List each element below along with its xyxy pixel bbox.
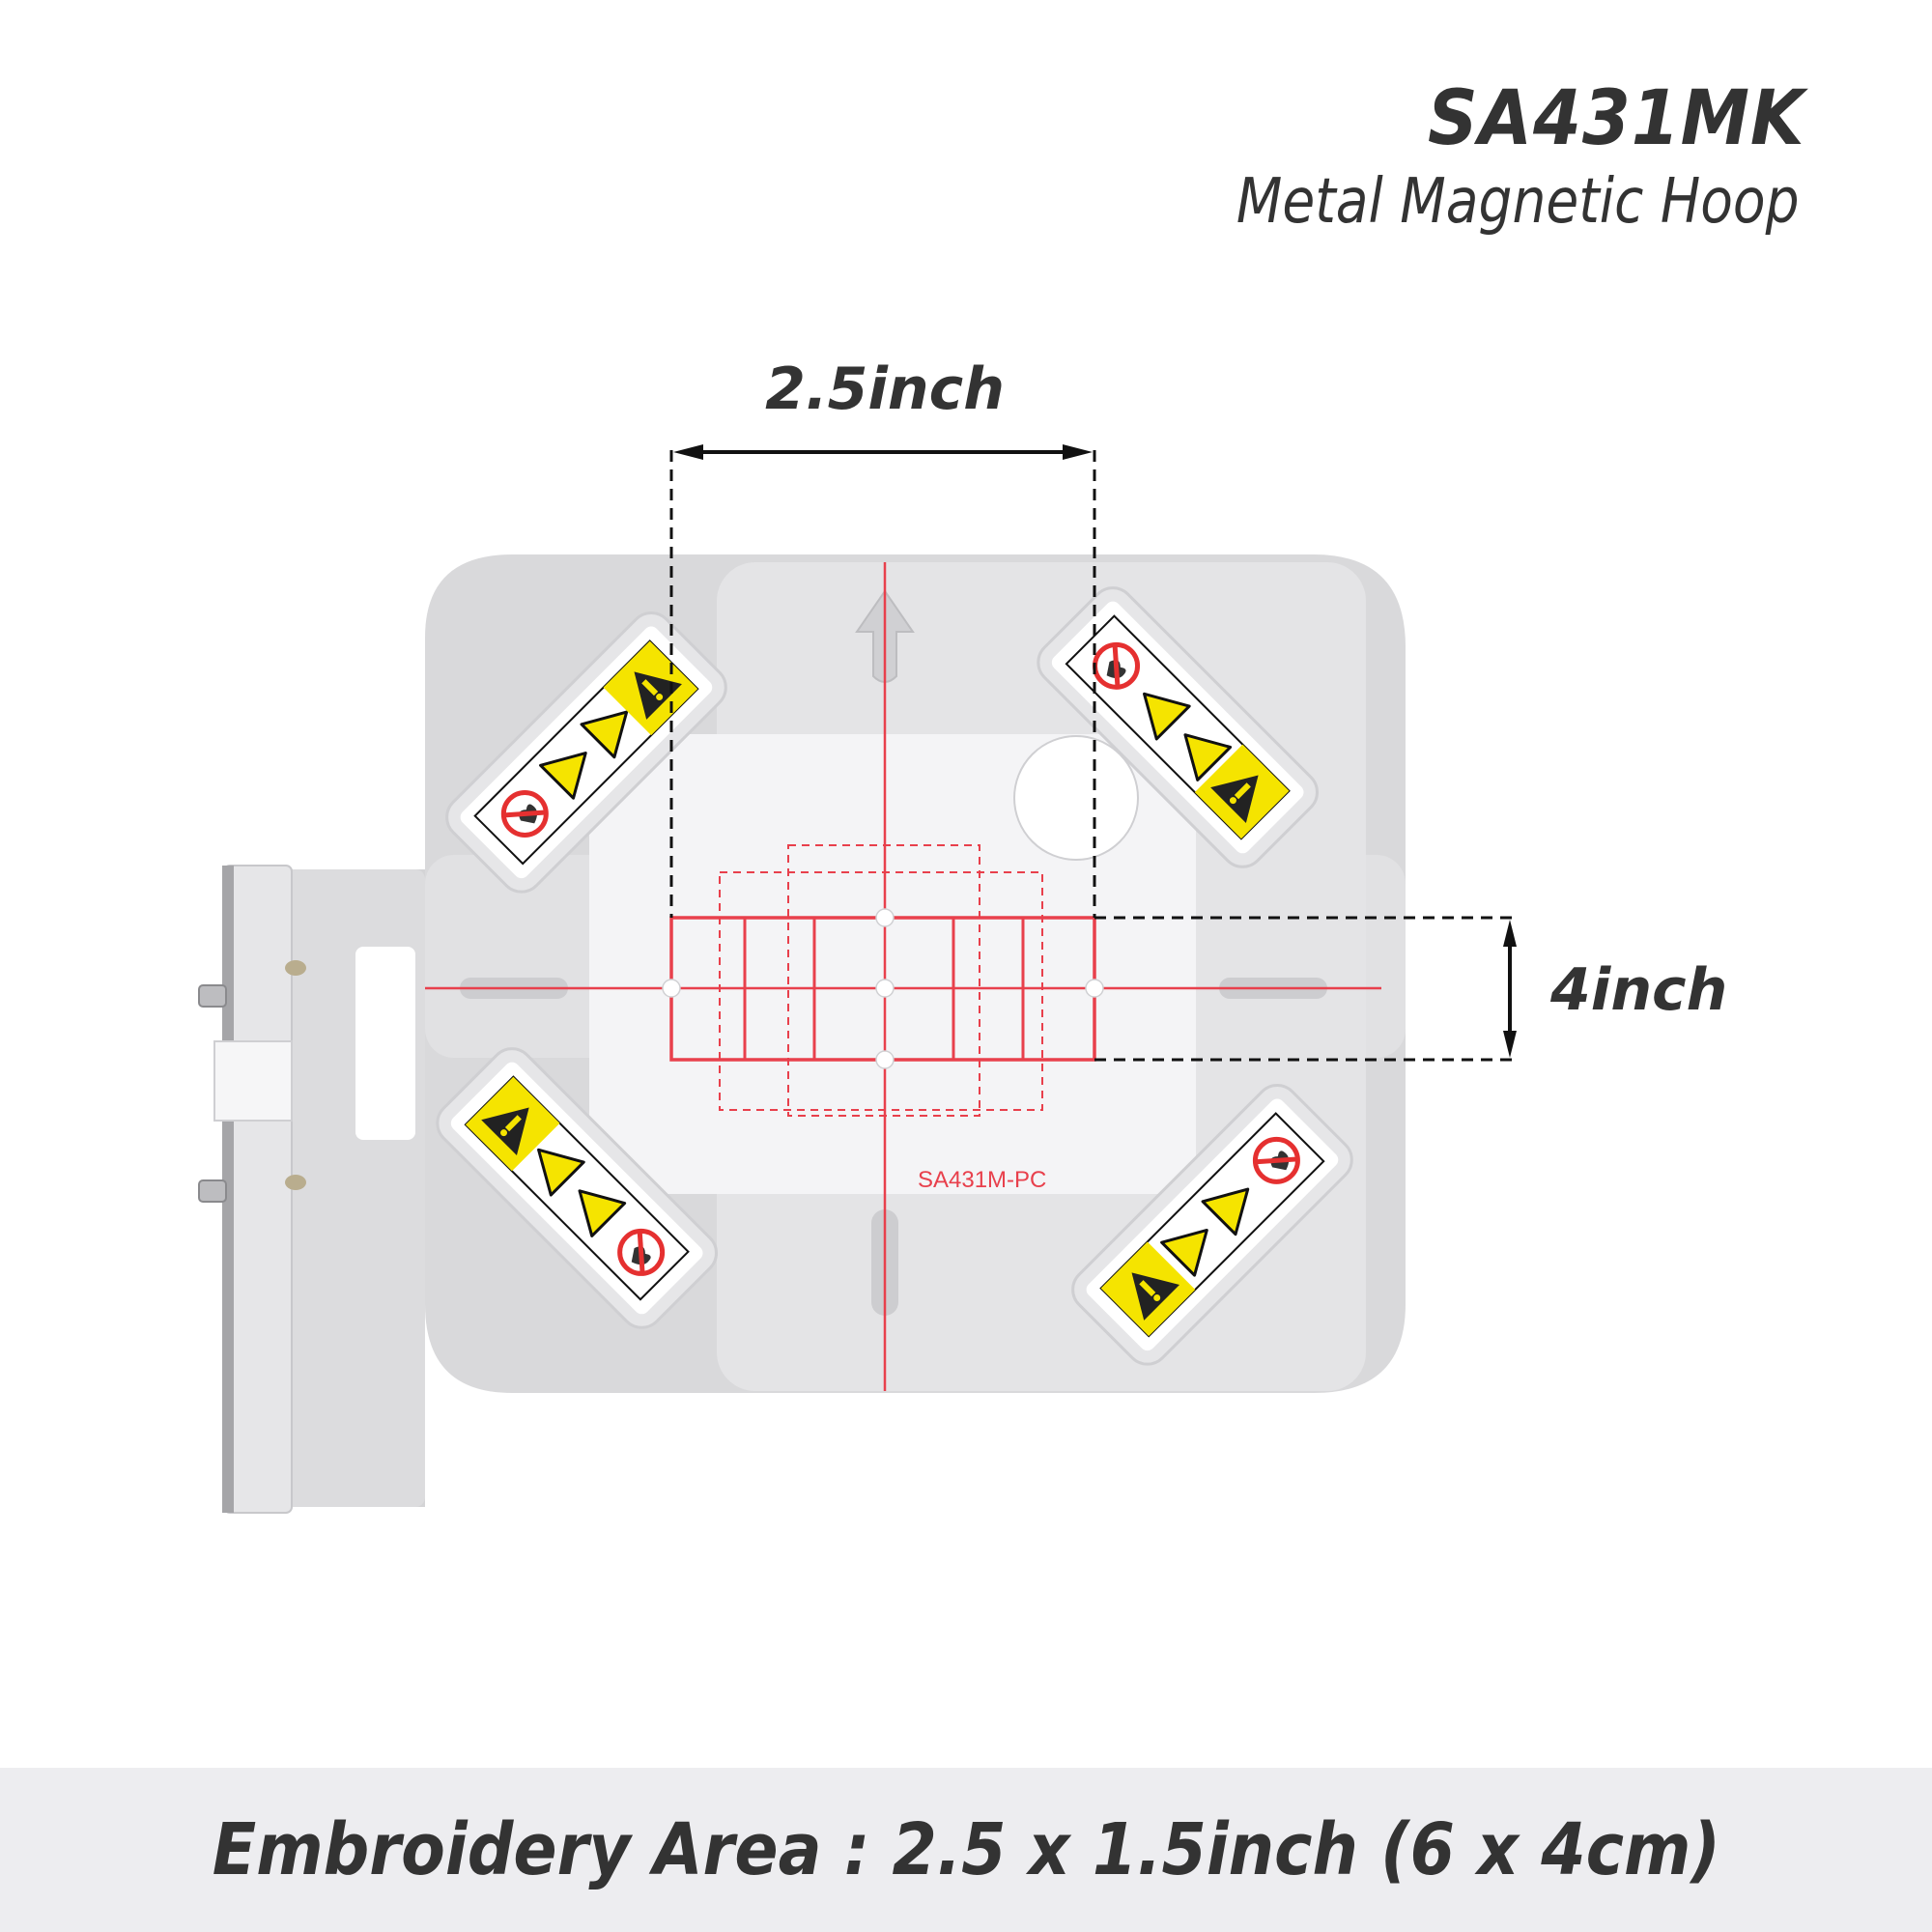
width-dimension-label: 2.5inch bbox=[765, 355, 1005, 423]
width-dimension-line bbox=[669, 444, 1096, 918]
mounting-bracket bbox=[198, 865, 425, 1514]
height-dimension-label: 4inch bbox=[1550, 956, 1728, 1024]
embroidery-area-banner: Embroidery Area : 2.5 x 1.5inch (6 x 4cm… bbox=[0, 1768, 1932, 1932]
height-dimension-line bbox=[1094, 916, 1517, 1062]
product-name-subtitle: Metal Magnetic Hoop bbox=[1236, 166, 1799, 238]
template-model-marking: SA431M-PC bbox=[918, 1167, 1047, 1193]
grid-reference-dots bbox=[662, 908, 1104, 1069]
embroidery-area-text: Embroidery Area : 2.5 x 1.5inch (6 x 4cm… bbox=[212, 1808, 1720, 1891]
product-model-title: SA431MK bbox=[1427, 75, 1804, 162]
